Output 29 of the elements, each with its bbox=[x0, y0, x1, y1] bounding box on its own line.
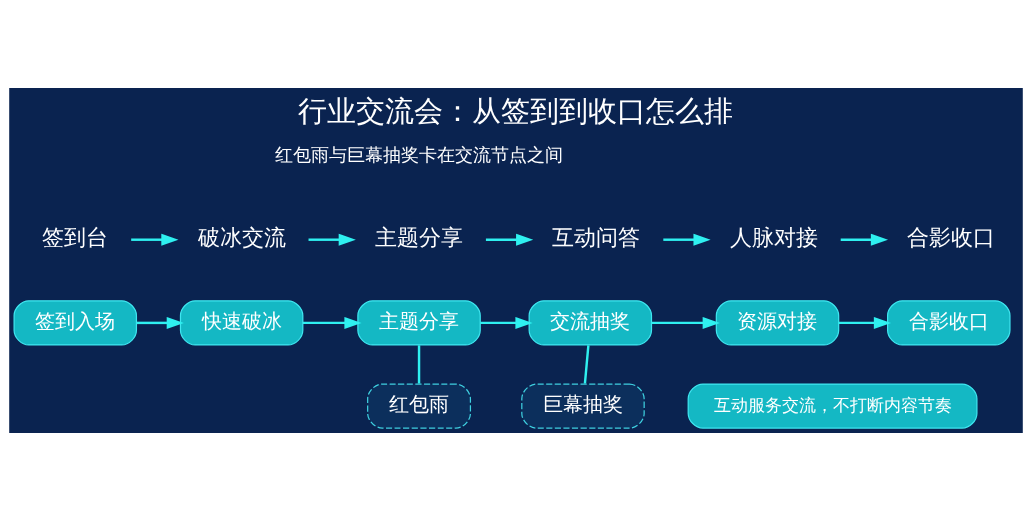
arrow bbox=[131, 233, 179, 246]
node-box: 签到入场 bbox=[13, 299, 138, 346]
arrow bbox=[840, 233, 889, 246]
node-text: 人脉对接 bbox=[729, 224, 818, 250]
connector bbox=[583, 344, 590, 384]
arrow bbox=[480, 316, 533, 329]
node-box: 主题分享 bbox=[357, 299, 481, 346]
label: 红包雨与巨幕抽奖卡在交流节点之间 bbox=[275, 143, 564, 165]
connector bbox=[417, 344, 421, 383]
node-box: 快速破冰 bbox=[179, 299, 304, 346]
arrow bbox=[651, 316, 720, 329]
node-box: 巨幕抽奖 bbox=[521, 382, 645, 429]
arrow bbox=[303, 316, 362, 329]
arrow bbox=[136, 316, 184, 329]
arrow bbox=[485, 233, 534, 246]
node-text: 合影收口 bbox=[907, 224, 996, 250]
node-box: 合影收口 bbox=[887, 299, 1011, 346]
arrow bbox=[663, 233, 711, 246]
node-text: 主题分享 bbox=[375, 224, 464, 250]
node-box: 红包雨 bbox=[367, 382, 472, 429]
node-box: 资源对接 bbox=[715, 299, 840, 346]
arrow bbox=[838, 316, 891, 329]
node-text: 签到台 bbox=[42, 224, 109, 250]
node-text: 互动问答 bbox=[552, 224, 641, 250]
arrow bbox=[308, 233, 356, 246]
node-box: 交流抽奖 bbox=[528, 299, 653, 346]
diagram-title: 行业交流会：从签到到收口怎么排 bbox=[298, 93, 734, 128]
node-box: 互动服务交流，不打断内容节奏 bbox=[687, 382, 978, 429]
node-text: 破冰交流 bbox=[197, 224, 286, 250]
